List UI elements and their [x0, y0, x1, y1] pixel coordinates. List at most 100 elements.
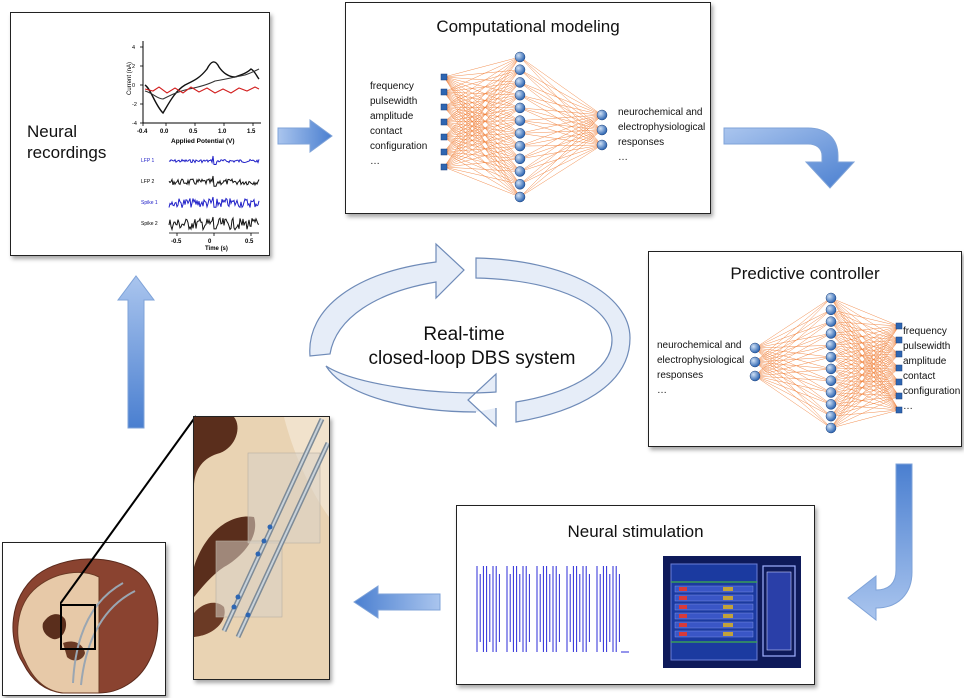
- model-net-edge: [519, 129, 603, 160]
- ctrl-net-edge: [830, 309, 900, 327]
- model-net-node: [596, 109, 608, 121]
- ctrl-net-input-node: [895, 322, 903, 330]
- chip-row: [674, 585, 754, 593]
- ctrl-net-edge: [830, 368, 900, 397]
- model-net-edge: [443, 107, 521, 138]
- model-net-edge: [443, 94, 521, 108]
- model-net-edge: [519, 144, 603, 172]
- model-net-edge: [519, 94, 603, 146]
- model-net-edge: [443, 120, 521, 153]
- model-net-edge: [443, 120, 521, 123]
- chip-row: [674, 594, 754, 602]
- modeling-neural-network: [440, 51, 608, 203]
- model-net-edge: [519, 114, 603, 198]
- ctrl-net-edge: [830, 368, 900, 411]
- model-net-edge: [519, 107, 603, 116]
- ctrl-net-edge: [830, 339, 900, 405]
- model-net-edge: [443, 94, 521, 138]
- ctrl-net-edge: [830, 367, 900, 370]
- model-net-node: [514, 140, 526, 152]
- model-net-edge: [519, 94, 603, 116]
- trace-spike2: [168, 216, 260, 232]
- ctrl-net-edge: [830, 368, 900, 383]
- ctrl-net-edge: [830, 380, 900, 411]
- fscv-xlabel: Applied Potential (V): [171, 138, 235, 145]
- model-net-input-node: [440, 103, 448, 111]
- model-net-edge: [443, 166, 521, 172]
- model-net-edge: [519, 69, 603, 131]
- model-net-node: [514, 191, 526, 203]
- model-net-input-node: [440, 148, 448, 156]
- ctrl-net-edge: [754, 356, 832, 377]
- model-net-edge: [519, 56, 603, 116]
- model-net-edge: [443, 120, 521, 138]
- chip-red-block: [679, 596, 687, 600]
- ctrl-net-node: [825, 375, 837, 386]
- ctrl-net-edge: [830, 409, 900, 429]
- model-net-node: [514, 89, 526, 101]
- controller-input-label: …: [657, 385, 667, 396]
- ctrl-net-nodes: [749, 292, 903, 434]
- predictive-controller-panel: Predictive controller neurochemical and …: [648, 251, 962, 447]
- model-net-edge: [443, 120, 521, 168]
- ctrl-net-edge: [830, 339, 900, 381]
- controller-input-label: neurochemical and: [657, 340, 742, 351]
- model-net-edge: [443, 69, 521, 153]
- ctrl-net-edge: [830, 339, 900, 429]
- trace-label-lfp2: LFP 2: [141, 179, 154, 185]
- fscv-xtick-label: 1.5: [247, 129, 256, 135]
- zoom-callout-lines: [60, 415, 197, 605]
- ctrl-net-edge: [830, 392, 900, 411]
- ctrl-net-edge: [830, 353, 900, 393]
- trace-label-spike2: Spike 2: [141, 221, 158, 227]
- ctrl-net-edge: [830, 367, 900, 405]
- trace-xtick-label: 0.5: [245, 239, 254, 245]
- computational-modeling-title: Computational modeling: [436, 17, 620, 36]
- model-net-edge: [443, 76, 521, 109]
- model-net-edge: [519, 114, 603, 121]
- model-net-input-node: [440, 73, 448, 81]
- ctrl-net-edge: [830, 367, 900, 417]
- cycle-right-band: [475, 257, 631, 423]
- model-net-edge: [519, 144, 603, 147]
- arrow-modeling-to-controller: [723, 127, 856, 189]
- model-net-edge: [443, 56, 521, 168]
- ctrl-net-node: [825, 316, 837, 327]
- ctrl-net-node: [749, 370, 761, 382]
- ctrl-net-edges: [754, 297, 900, 429]
- chip-row: [674, 621, 754, 629]
- fscv-trace-black-2: [144, 68, 260, 100]
- stimulation-pulse-train: [476, 566, 629, 653]
- model-net-edge: [443, 133, 521, 168]
- computational-modeling-panel: Computational modeling frequency pulsewi…: [345, 2, 711, 214]
- model-net-edge: [519, 144, 603, 198]
- model-net-edge: [443, 95, 521, 168]
- trace-lfp2: [168, 175, 260, 187]
- modeling-input-label: amplitude: [370, 111, 414, 122]
- model-net-edge: [443, 82, 521, 168]
- ctrl-net-edge: [830, 325, 900, 346]
- modeling-input-label: configuration: [370, 141, 428, 152]
- ctrl-net-node: [825, 328, 837, 339]
- chip-row: [674, 603, 754, 611]
- trace-xlabel: Time (s): [205, 246, 228, 252]
- model-net-edge: [519, 144, 603, 160]
- model-net-edge: [443, 82, 521, 93]
- fscv-ytick-label: 4: [132, 45, 135, 51]
- ctrl-net-edge: [754, 375, 832, 429]
- controller-input-label: responses: [657, 370, 704, 381]
- trace-label-lfp1: LFP 1: [141, 158, 154, 164]
- chip-gold-block: [723, 614, 733, 618]
- ctrl-net-edge: [754, 375, 832, 393]
- modeling-output-label: neurochemical and: [618, 107, 703, 118]
- ctrl-net-edge: [754, 375, 832, 381]
- neural-recordings-title-line1: Neural: [27, 122, 78, 141]
- ctrl-net-edge: [830, 339, 900, 393]
- model-net-edge: [443, 76, 521, 83]
- model-net-edge: [443, 56, 521, 123]
- fscv-xtick-label: 0.5: [189, 129, 198, 135]
- model-net-edge: [519, 114, 603, 147]
- modeling-input-label: contact: [370, 126, 403, 137]
- model-net-edge: [443, 136, 521, 198]
